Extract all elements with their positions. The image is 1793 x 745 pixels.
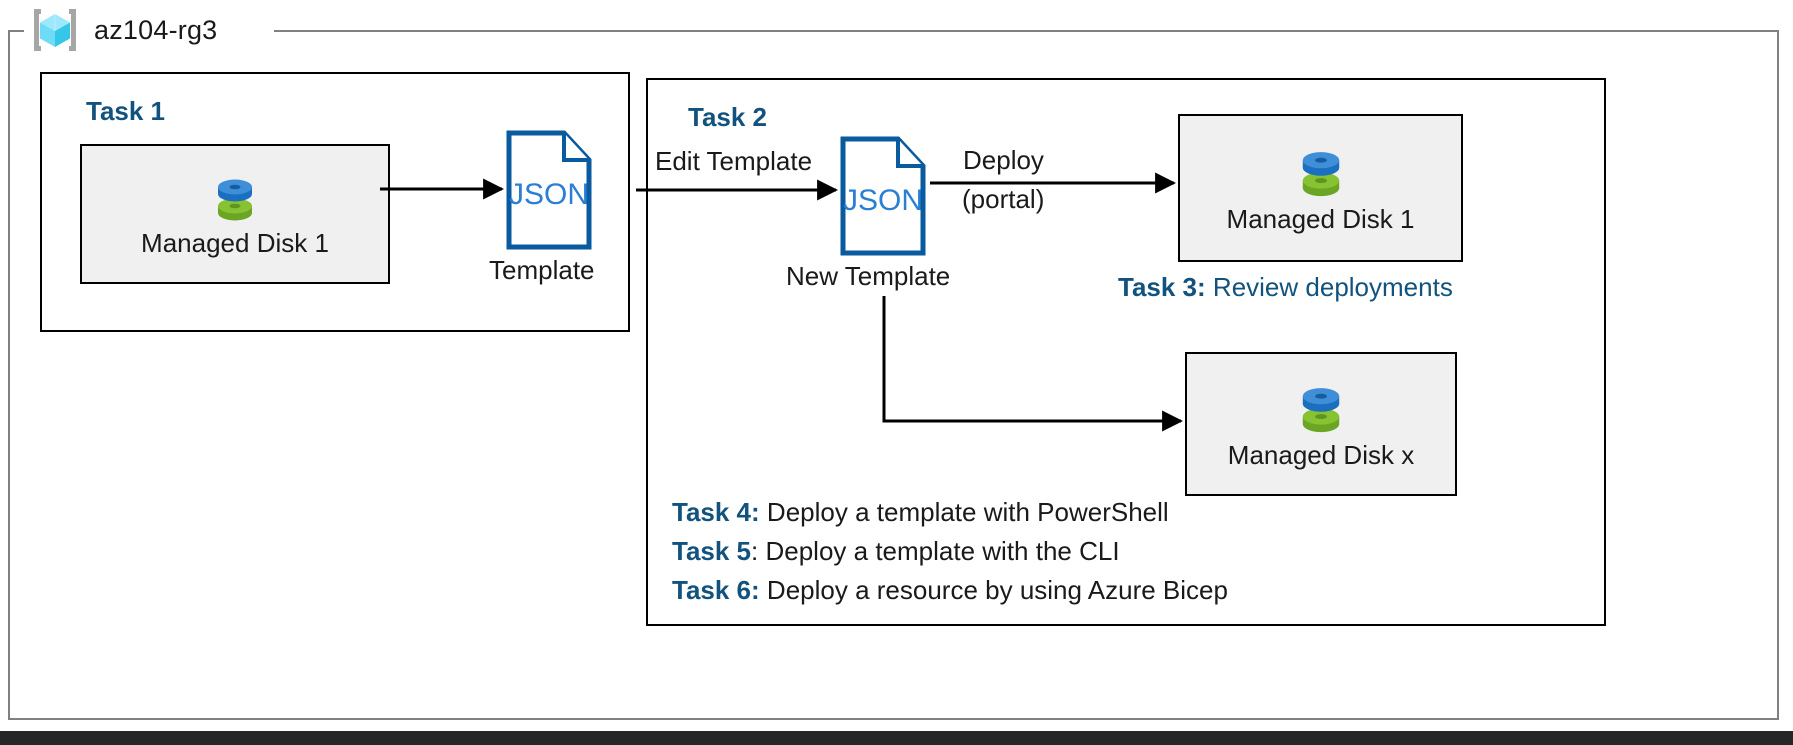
- managed-disk-icon: [1295, 378, 1347, 440]
- managed-disk-1-label: Managed Disk 1: [141, 227, 329, 258]
- azure-resource-group-cube-icon: [30, 5, 80, 55]
- note-task-3-separator: :: [1197, 272, 1206, 302]
- deploy-label-line2: (portal): [962, 184, 1045, 214]
- managed-disk-icon: [211, 170, 259, 228]
- task-1-heading: Task 1: [86, 96, 166, 126]
- resource-box-managed-disk-x: Managed Disk x: [1185, 352, 1457, 496]
- template-caption: Template: [489, 255, 595, 285]
- json-file-icon-template: JSON: [506, 130, 592, 250]
- managed-disk-portal-label: Managed Disk 1: [1226, 203, 1415, 234]
- managed-disk-icon: [1295, 142, 1347, 204]
- note-task-5-description: Deploy a template with the CLI: [765, 536, 1120, 566]
- note-task-5-key: Task 5: [672, 536, 752, 566]
- resource-group-header: az104-rg3: [30, 2, 228, 58]
- bottom-bar: [0, 731, 1793, 745]
- note-task-3: Task 3: Review deployments: [1118, 272, 1453, 303]
- note-task-3-description: Review deployments: [1212, 272, 1453, 302]
- edit-template-label: Edit Template: [655, 146, 813, 176]
- svg-text:JSON: JSON: [509, 178, 589, 211]
- resource-box-managed-disk-portal: Managed Disk 1: [1178, 114, 1463, 262]
- note-task-4: Task 4: Deploy a template with PowerShel…: [672, 497, 1169, 528]
- task-2-heading: Task 2: [688, 102, 768, 132]
- resource-box-managed-disk-1: Managed Disk 1: [80, 144, 390, 284]
- note-task-5: Task 5: Deploy a template with the CLI: [672, 536, 1120, 567]
- deploy-label-line1: Deploy: [963, 145, 1044, 175]
- note-task-4-separator: :: [751, 497, 760, 527]
- resource-group-name: az104-rg3: [94, 14, 218, 45]
- note-task-4-key: Task 4: [672, 497, 752, 527]
- note-task-5-separator: :: [751, 536, 759, 566]
- note-task-6-separator: :: [751, 575, 760, 605]
- svg-text:JSON: JSON: [843, 184, 923, 217]
- json-file-icon-new-template: JSON: [840, 136, 926, 256]
- note-task-6-key: Task 6: [672, 575, 752, 605]
- note-task-4-description: Deploy a template with PowerShell: [766, 497, 1169, 527]
- managed-disk-x-label: Managed Disk x: [1227, 439, 1415, 470]
- note-task-6: Task 6: Deploy a resource by using Azure…: [672, 575, 1228, 606]
- new-template-caption: New Template: [786, 261, 951, 291]
- note-task-3-key: Task 3: [1118, 272, 1198, 302]
- note-task-6-description: Deploy a resource by using Azure Bicep: [766, 575, 1228, 605]
